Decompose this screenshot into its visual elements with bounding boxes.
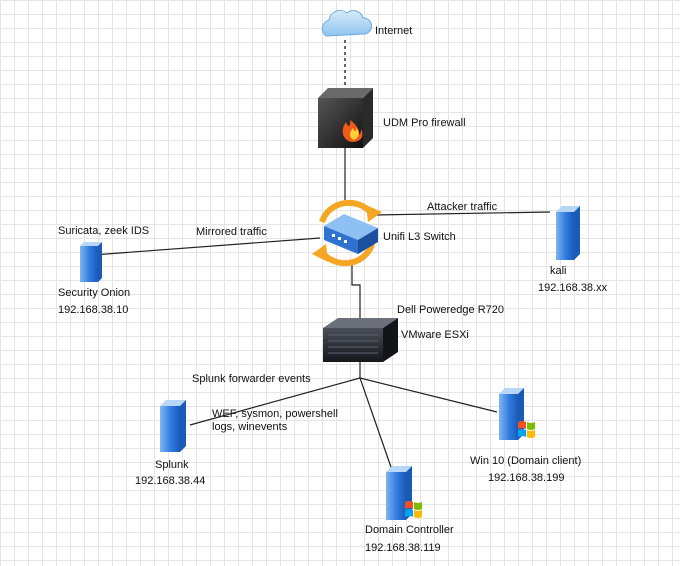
kali-server-icon [556,206,580,260]
edge-switch-esxi [351,262,361,318]
attacker-traffic-label: Attacker traffic [427,201,498,213]
windows-logo-icon [405,501,422,518]
esxi-host-label: Dell Poweredge R720 [397,304,505,316]
security-onion-server-icon [80,242,102,282]
splunk-forwarder-label: Splunk forwarder events [192,373,311,385]
win10-ip: 192.168.38.199 [488,472,565,484]
firewall-label: UDM Pro firewall [383,117,466,129]
edge-hub-splunk [189,377,361,426]
edge-mirrored-traffic [92,237,321,256]
switch-label: Unifi L3 Switch [383,231,456,243]
security-onion-role-label: Suricata, zeek IDS [58,225,150,237]
switch-icon [312,199,382,267]
kali-ip: 192.168.38.xx [538,282,608,294]
esxi-sublabel: VMware ESXi [401,329,469,341]
esxi-host-icon [323,318,398,362]
domain-controller-ip: 192.168.38.119 [365,542,441,554]
splunk-ip: 192.168.38.44 [135,475,206,487]
internet-label: Internet [375,25,413,37]
cloud-icon [321,9,372,37]
logs-label: WEF, sysmon, powershell logs, winevents [212,408,338,433]
splunk-label: Splunk [155,459,189,471]
splunk-server-icon [160,400,186,452]
edge-hub-dc [359,377,393,471]
kali-label: kali [550,265,567,277]
win10-label: Win 10 (Domain client) [470,455,582,467]
firewall-icon [318,88,373,148]
edge-hub-win10 [359,377,498,413]
windows-logo-icon [518,421,535,438]
mirrored-traffic-label: Mirrored traffic [196,226,267,238]
domain-controller-label: Domain Controller [365,524,454,536]
security-onion-ip: 192.168.38.10 [58,304,129,316]
security-onion-label: Security Onion [58,287,131,299]
edge-attacker-traffic [374,211,551,216]
